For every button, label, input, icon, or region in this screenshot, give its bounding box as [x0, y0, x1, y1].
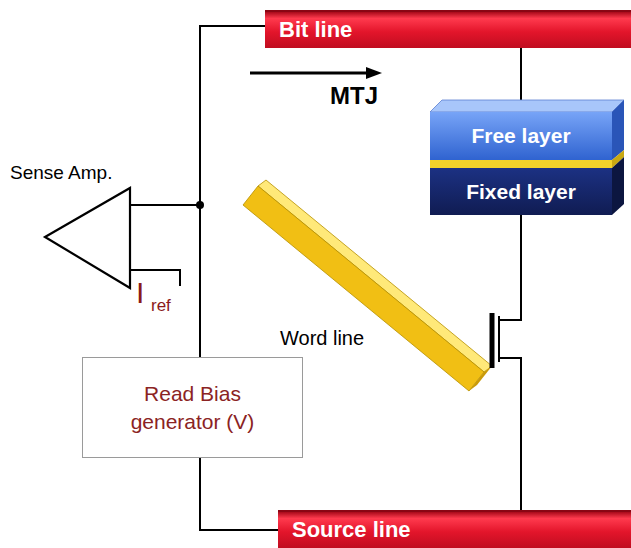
sense-input-wire [130, 204, 200, 206]
node-text: Bit line [279, 17, 352, 43]
mtj-top-face [430, 100, 624, 112]
word-line-label: Word line [280, 327, 364, 350]
tunnel-barrier [430, 160, 612, 168]
sense-amp-label: Sense Amp. [10, 162, 112, 184]
bias-generator-box: Read Bias generator (V) [82, 357, 303, 458]
source-wire [499, 358, 521, 511]
transistor-channel [498, 316, 500, 362]
wire [200, 458, 278, 530]
arrow-head [366, 67, 382, 79]
current-symbol: I [136, 276, 144, 310]
bit-line-bar: Bit line [265, 10, 631, 48]
current-subscript: ref [151, 296, 171, 316]
node-text: Free layer [471, 124, 570, 148]
free-layer-side [612, 100, 624, 160]
fixed-layer-side [612, 157, 624, 215]
free-layer: Free layer [430, 112, 612, 160]
node-text: Read Bias generator (V) [110, 380, 275, 435]
drain-wire [499, 215, 521, 320]
current-arrow [250, 72, 368, 75]
node-text: Source line [292, 517, 411, 543]
sense-amp-symbol [45, 188, 130, 288]
source-line-bar: Source line [278, 510, 631, 548]
transistor-gate [490, 313, 495, 368]
node-text: Fixed layer [466, 180, 576, 204]
fixed-layer: Fixed layer [430, 168, 612, 215]
junction-dot [196, 201, 204, 209]
mtj-label: MTJ [330, 82, 378, 110]
word-line-end [469, 366, 492, 391]
